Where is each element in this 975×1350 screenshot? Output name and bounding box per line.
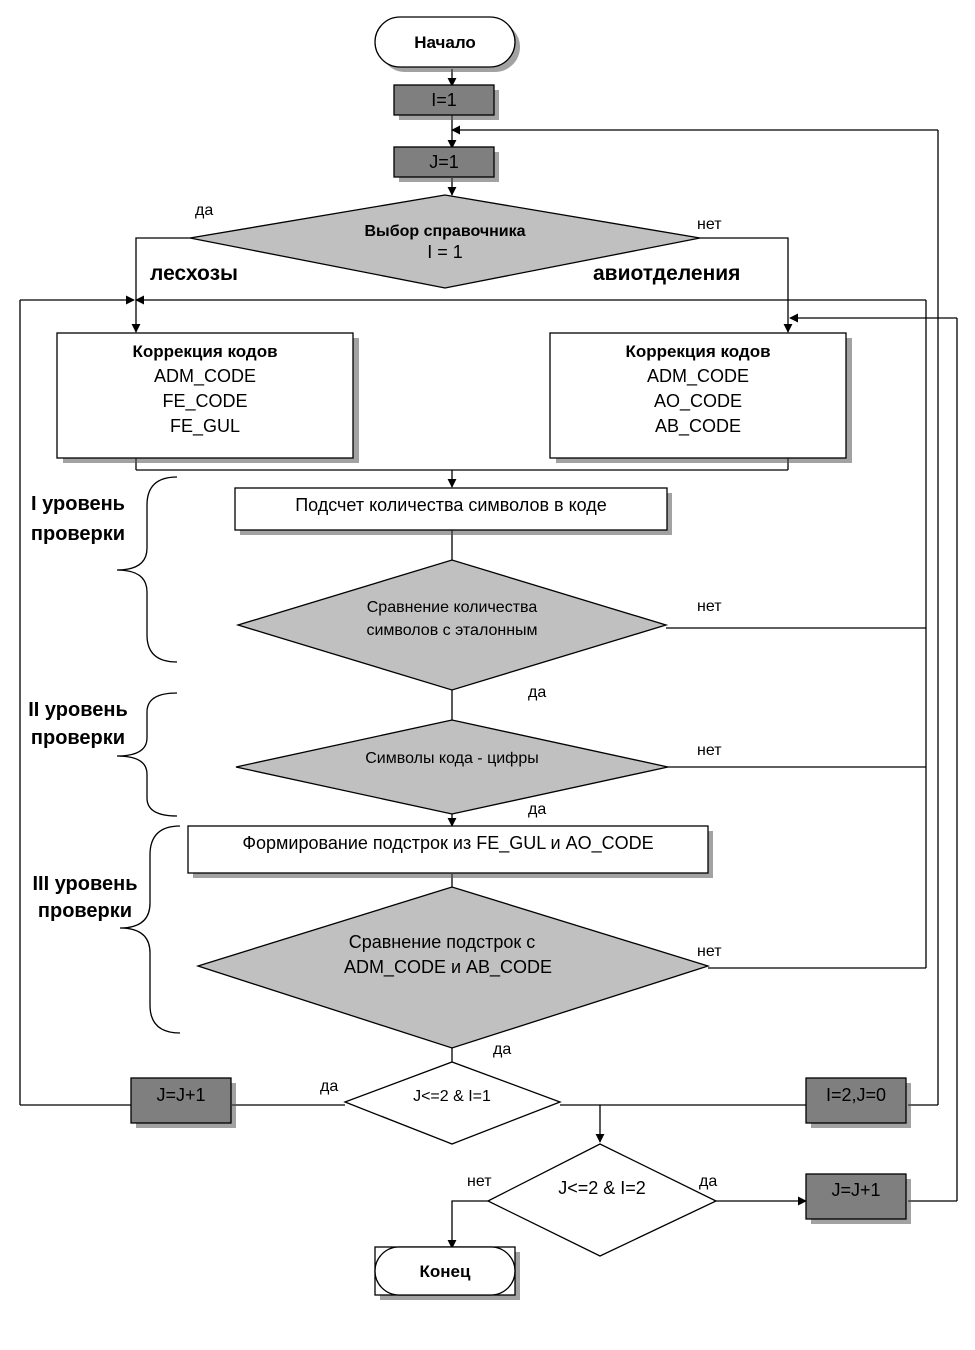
- j-inc-left-text: J=J+1: [156, 1085, 205, 1105]
- fix-left-line-1: ADM_CODE: [154, 366, 256, 387]
- label-no-sub: нет: [697, 943, 722, 960]
- loop2-text: J<=2 & I=2: [558, 1178, 646, 1198]
- digits-diamond: [235, 719, 669, 815]
- digits-text: Символы кода - цифры: [365, 750, 538, 767]
- fix-right-line-1: ADM_CODE: [647, 366, 749, 387]
- label-yes-digits: да: [528, 801, 546, 818]
- label-no-digits: нет: [697, 742, 722, 759]
- i-init-box: [393, 84, 495, 116]
- label-no-choice: нет: [697, 216, 722, 233]
- label-no-loop2: нет: [467, 1173, 492, 1190]
- fix-right-line-3: AB_CODE: [655, 416, 741, 437]
- connectors: [19, 69, 958, 1249]
- end-text: Конец: [420, 1262, 471, 1281]
- count-box: [234, 487, 668, 531]
- fix-right-title: Коррекция кодов: [625, 342, 770, 361]
- level-3-line-2: проверки: [38, 900, 132, 922]
- loop1-diamond: [343, 1061, 562, 1145]
- fix-right-line-2: AO_CODE: [654, 391, 742, 412]
- j-inc-right-text: J=J+1: [831, 1180, 880, 1200]
- label-yes-loop1: да: [320, 1078, 338, 1095]
- choice-diamond: [189, 194, 701, 289]
- j-inc-right-box: [805, 1173, 907, 1220]
- i2-j0-box: [805, 1077, 907, 1124]
- brace-level-3: [119, 825, 181, 1034]
- compare-count-diamond: [235, 559, 669, 691]
- start-terminator: [374, 16, 516, 68]
- level-3-line-1: III уровень: [32, 873, 137, 895]
- compare-sub-text-2: ADM_CODE и AB_CODE: [344, 957, 552, 978]
- label-yes-choice: да: [195, 202, 213, 219]
- level-2-line-1: II уровень: [28, 699, 128, 721]
- i-init-text: I=1: [431, 90, 457, 110]
- choice-text-2: I = 1: [427, 242, 463, 262]
- substr-text: Формирование подстрок из FE_GUL и AO_COD…: [242, 833, 653, 854]
- branch-no-line: [700, 237, 793, 333]
- label-yes-count: да: [528, 684, 546, 701]
- fix-right-box: [549, 332, 847, 459]
- label-branch-left: лесхозы: [150, 262, 238, 285]
- label-branch-right: авиотделения: [593, 262, 740, 285]
- level-1-line-2: проверки: [31, 523, 125, 545]
- start-text: Начало: [414, 33, 476, 52]
- label-yes-sub: да: [493, 1041, 511, 1058]
- compare-sub-diamond: [195, 886, 711, 1049]
- count-text: Подсчет количества символов в коде: [295, 495, 607, 515]
- label-yes-loop2: да: [699, 1173, 717, 1190]
- choice-text-1: Выбор справочника: [364, 223, 525, 240]
- loop2-no-line: [447, 1200, 488, 1249]
- fix-left-line-3: FE_GUL: [170, 416, 240, 437]
- compare-count-text-1: Сравнение количества: [367, 599, 538, 616]
- j-inc-left-box: [130, 1077, 232, 1124]
- j-init-text: J=1: [429, 152, 459, 172]
- substr-box: [187, 825, 709, 874]
- fix-left-title: Коррекция кодов: [132, 342, 277, 361]
- loop1-text: J<=2 & I=1: [413, 1088, 491, 1105]
- compare-count-text-2: символов с эталонным: [366, 622, 537, 639]
- level-2-line-2: проверки: [31, 727, 125, 749]
- compare-sub-text-1: Сравнение подстрок с: [349, 932, 536, 952]
- brace-level-2: [116, 692, 178, 817]
- brace-level-1: [116, 476, 178, 663]
- fix-left-box: [56, 332, 354, 459]
- label-no-count: нет: [697, 598, 722, 615]
- level-braces: [116, 476, 181, 1034]
- i2-j0-text: I=2,J=0: [826, 1085, 886, 1105]
- fix-left-line-2: FE_CODE: [162, 391, 247, 412]
- level-1-line-1: I уровень: [31, 493, 125, 515]
- branch-yes-line: [131, 237, 190, 333]
- loop2-diamond: [486, 1143, 718, 1257]
- j-init-box: [393, 146, 495, 178]
